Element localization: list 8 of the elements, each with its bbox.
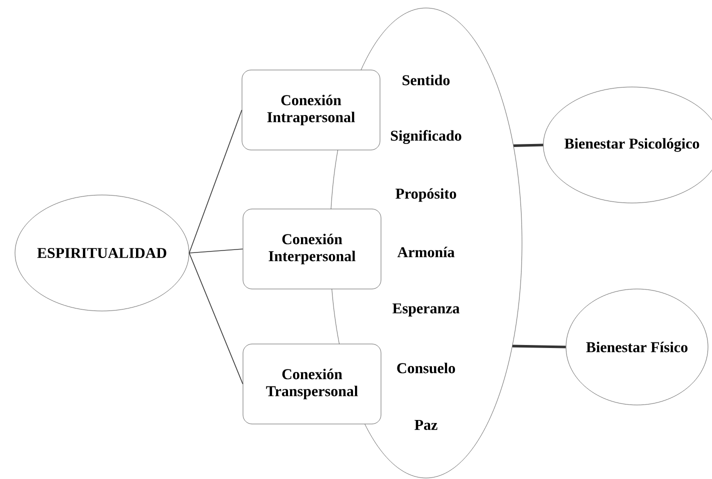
connector-line bbox=[514, 144, 544, 148]
connector-line bbox=[188, 110, 242, 254]
connector-line bbox=[188, 248, 244, 254]
rounded-box: Conexión Transpersonal bbox=[242, 344, 382, 424]
connector-line bbox=[512, 344, 566, 348]
rounded-box: Conexión Interpersonal bbox=[242, 208, 382, 290]
rounded-box: Conexión Intrapersonal bbox=[242, 70, 380, 150]
connector-line bbox=[188, 252, 244, 384]
